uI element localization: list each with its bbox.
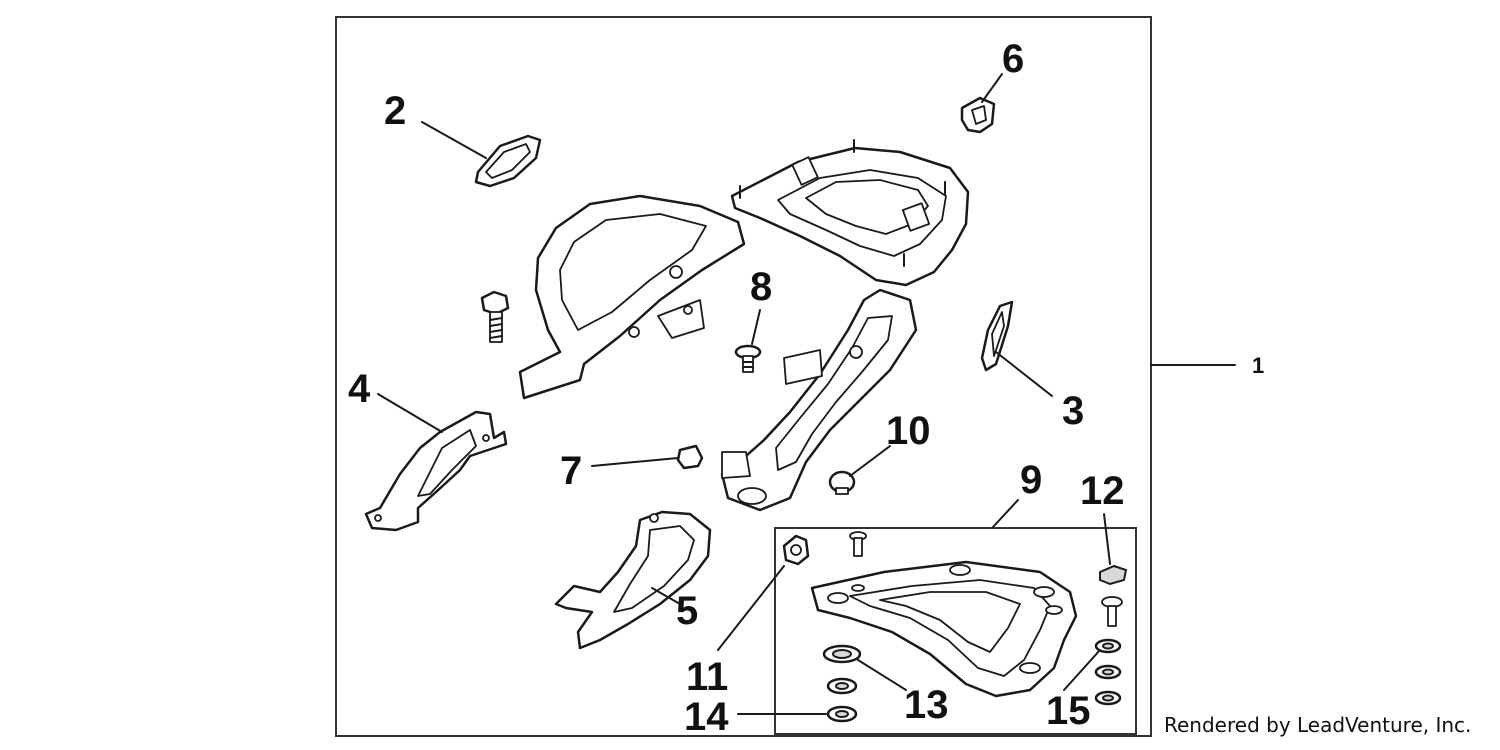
callout-12: 12 — [1080, 469, 1125, 513]
part-4-left-bracket — [364, 410, 508, 532]
part-5-lower-bracket — [554, 510, 712, 650]
part-3-side-cap — [980, 300, 1014, 372]
flange-bolt — [480, 290, 510, 343]
leader-11 — [717, 565, 785, 651]
leader-7 — [591, 457, 679, 467]
kit-box — [774, 527, 1137, 735]
callout-2: 2 — [384, 89, 406, 133]
leader-13 — [857, 659, 907, 691]
part-10-plug — [828, 470, 856, 495]
credit-text: Rendered by LeadVenture, Inc. — [1164, 713, 1471, 737]
part-8-screw — [734, 344, 762, 373]
leader-15 — [1063, 649, 1101, 691]
assembly-frame — [335, 16, 1152, 737]
part-13-grommet — [822, 644, 862, 664]
leader-5 — [651, 587, 681, 605]
leader-2 — [421, 121, 487, 159]
part-11-clip-nut — [782, 534, 810, 566]
callout-4: 4 — [348, 367, 371, 411]
callout-5: 5 — [676, 589, 698, 633]
part-7-clip — [676, 444, 704, 470]
part-15-washers — [1094, 638, 1122, 706]
part-6-clip-nut — [960, 96, 996, 134]
callout-14: 14 — [684, 695, 729, 739]
top-case-base-plate — [810, 560, 1078, 698]
leader-3 — [995, 351, 1053, 397]
kit-screw-right — [1101, 596, 1123, 627]
callout-10: 10 — [886, 409, 931, 453]
callout-9: 9 — [1020, 458, 1042, 502]
part-2-cover-cap — [474, 134, 542, 188]
kit-screw-top — [849, 531, 867, 557]
callout-1: 1 — [1252, 353, 1264, 378]
part-12-pad — [1099, 564, 1128, 586]
callout-15: 15 — [1046, 689, 1091, 733]
rear-carrier-frame — [518, 139, 970, 512]
leader-10 — [849, 445, 891, 477]
callout-7: 7 — [560, 449, 582, 493]
leader-6 — [981, 73, 1003, 103]
leader-8 — [751, 309, 761, 345]
callout-8: 8 — [750, 265, 772, 309]
callout-6: 6 — [1002, 37, 1024, 81]
callout-3: 3 — [1062, 389, 1084, 433]
leader-12 — [1103, 513, 1111, 565]
kit-leader — [992, 499, 1019, 528]
callout-13: 13 — [904, 683, 949, 727]
leader-4 — [377, 393, 443, 433]
callout-11: 11 — [686, 655, 728, 699]
part-14-washers — [826, 677, 858, 723]
